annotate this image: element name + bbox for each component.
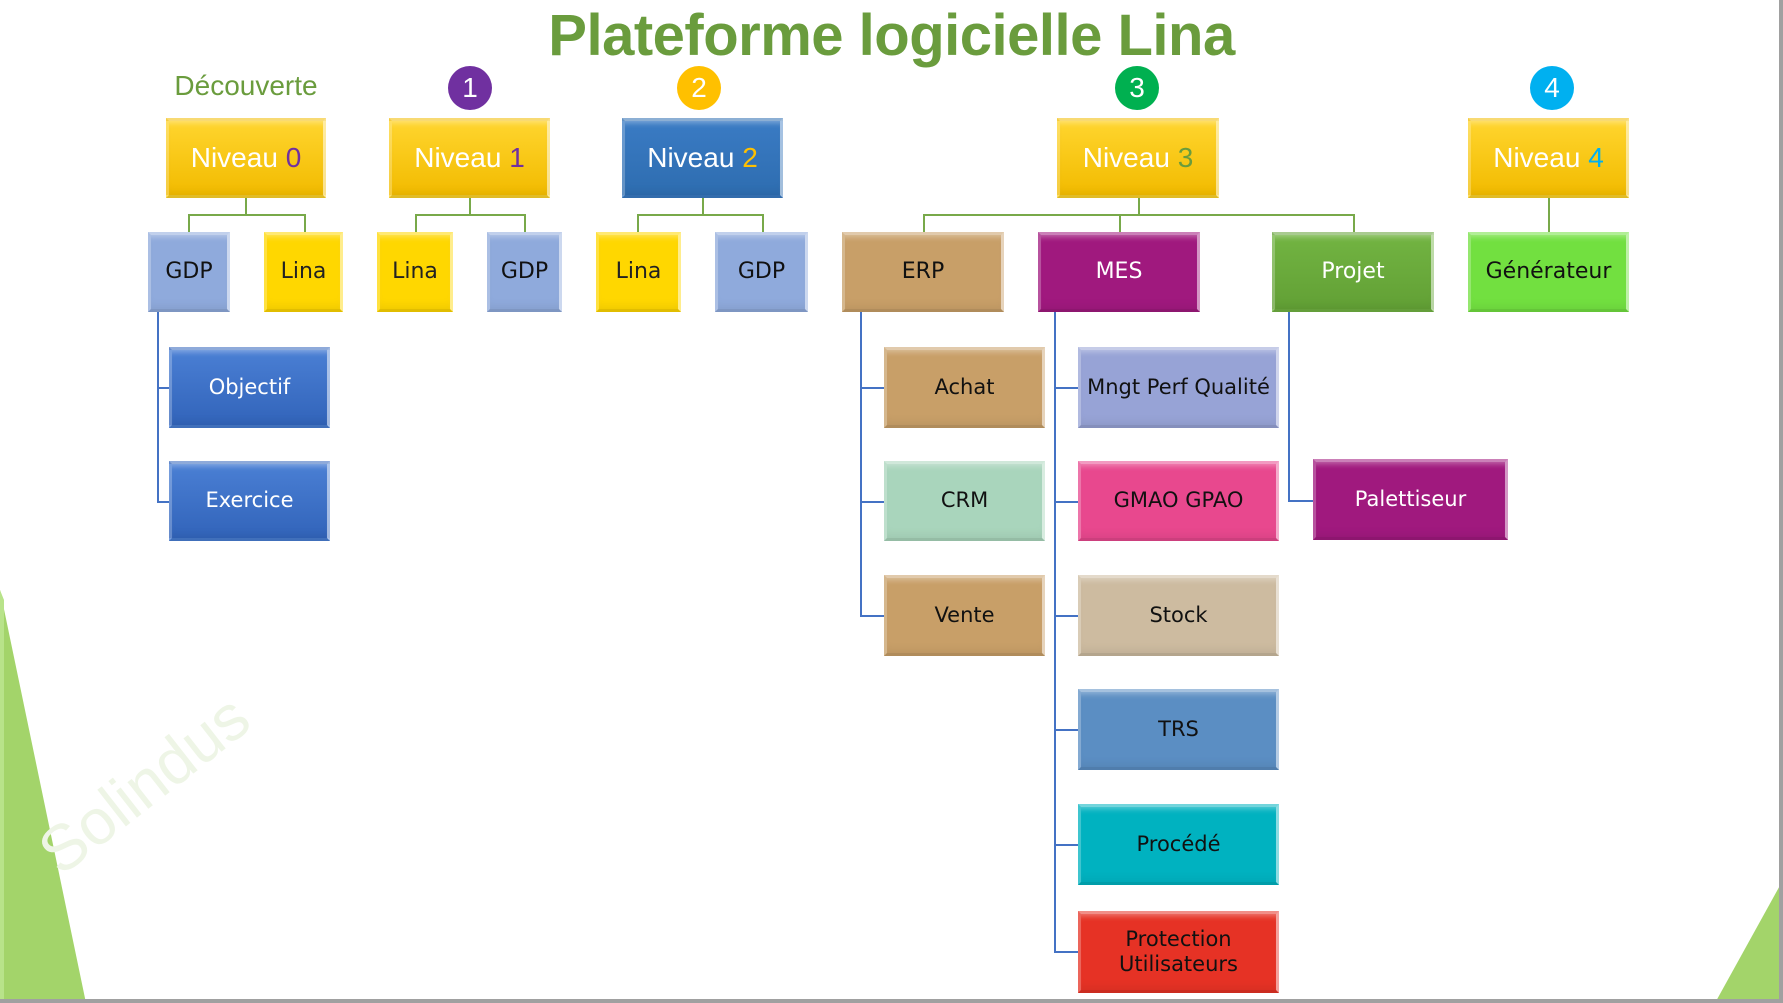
slide-border-bottom <box>0 999 1783 1003</box>
connector <box>860 387 884 389</box>
connector <box>1054 501 1078 503</box>
connector <box>157 387 169 389</box>
connector <box>1288 500 1313 502</box>
level-box-2[interactable]: Niveau 2 <box>622 118 783 198</box>
connector <box>188 214 190 232</box>
connector <box>157 501 169 503</box>
module-lina[interactable]: Lina <box>377 232 453 312</box>
connector <box>1054 844 1078 846</box>
level-number: 0 <box>285 142 302 174</box>
module-generateur[interactable]: Générateur <box>1468 232 1629 312</box>
page-title: Plateforme logicielle Lina <box>548 3 1235 68</box>
connector <box>1288 312 1290 501</box>
connector <box>1054 951 1078 953</box>
submodule-trs[interactable]: TRS <box>1078 689 1279 770</box>
level-number: 3 <box>1177 142 1194 174</box>
discovery-label: Découverte <box>174 70 318 101</box>
level-badge-3: 3 <box>1115 66 1159 110</box>
connector <box>304 214 306 232</box>
decorative-triangle-left <box>0 590 86 1003</box>
connector <box>1054 615 1078 617</box>
connector <box>469 198 471 215</box>
connector <box>923 214 1354 216</box>
submodule-gmao-gpao[interactable]: GMAO GPAO <box>1078 461 1279 541</box>
level-number: 1 <box>509 142 525 174</box>
connector <box>1054 729 1078 731</box>
level-box-0[interactable]: Niveau 0 <box>166 118 326 198</box>
module-projet[interactable]: Projet <box>1272 232 1434 312</box>
connector <box>1353 214 1355 232</box>
connector <box>860 615 884 617</box>
connector <box>923 214 925 232</box>
connector <box>415 214 525 216</box>
connector <box>637 214 639 232</box>
connector <box>860 501 884 503</box>
module-gdp[interactable]: GDP <box>715 232 808 312</box>
module-lina[interactable]: Lina <box>596 232 681 312</box>
level-label: Niveau <box>190 142 278 174</box>
submodule-mngt-perf-qualite[interactable]: Mngt Perf Qualité <box>1078 347 1279 428</box>
module-lina[interactable]: Lina <box>264 232 343 312</box>
submodule-vente[interactable]: Vente <box>884 575 1045 656</box>
connector <box>245 198 247 215</box>
slide-border-right <box>1779 0 1783 1003</box>
connector <box>1054 387 1078 389</box>
submodule-procede[interactable]: Procédé <box>1078 804 1279 885</box>
connector <box>524 214 526 232</box>
connector <box>157 312 159 502</box>
submodule-achat[interactable]: Achat <box>884 347 1045 428</box>
connector <box>860 312 862 616</box>
submodule-protection-utilisateurs[interactable]: Protection Utilisateurs <box>1078 911 1279 993</box>
connector <box>702 198 704 215</box>
level-label: Niveau <box>1493 142 1581 174</box>
connector <box>637 214 763 216</box>
module-gdp[interactable]: GDP <box>487 232 562 312</box>
connector <box>1054 312 1056 953</box>
module-gdp[interactable]: GDP <box>148 232 230 312</box>
connector <box>188 214 305 216</box>
level-badge-4: 4 <box>1530 66 1574 110</box>
connector <box>762 214 764 232</box>
connector <box>1119 214 1121 232</box>
level-box-1[interactable]: Niveau 1 <box>389 118 550 198</box>
submodule-exercice[interactable]: Exercice <box>169 461 330 541</box>
submodule-crm[interactable]: CRM <box>884 461 1045 541</box>
submodule-stock[interactable]: Stock <box>1078 575 1279 656</box>
level-label: Niveau <box>647 142 735 174</box>
submodule-objectif[interactable]: Objectif <box>169 347 330 428</box>
decorative-triangle-right <box>1715 880 1783 1003</box>
level-label: Niveau <box>414 142 502 174</box>
module-erp[interactable]: ERP <box>842 232 1004 312</box>
level-badge-1: 1 <box>448 66 492 110</box>
level-box-4[interactable]: Niveau 4 <box>1468 118 1629 198</box>
level-badge-2: 2 <box>677 66 721 110</box>
module-mes[interactable]: MES <box>1038 232 1200 312</box>
level-label: Niveau <box>1082 142 1170 174</box>
level-box-3[interactable]: Niveau 3 <box>1057 118 1219 198</box>
level-number: 4 <box>1588 142 1604 174</box>
submodule-palettiseur[interactable]: Palettiseur <box>1313 459 1508 540</box>
connector <box>1138 198 1140 215</box>
connector <box>415 214 417 232</box>
level-number: 2 <box>742 142 758 174</box>
connector <box>1548 198 1550 232</box>
